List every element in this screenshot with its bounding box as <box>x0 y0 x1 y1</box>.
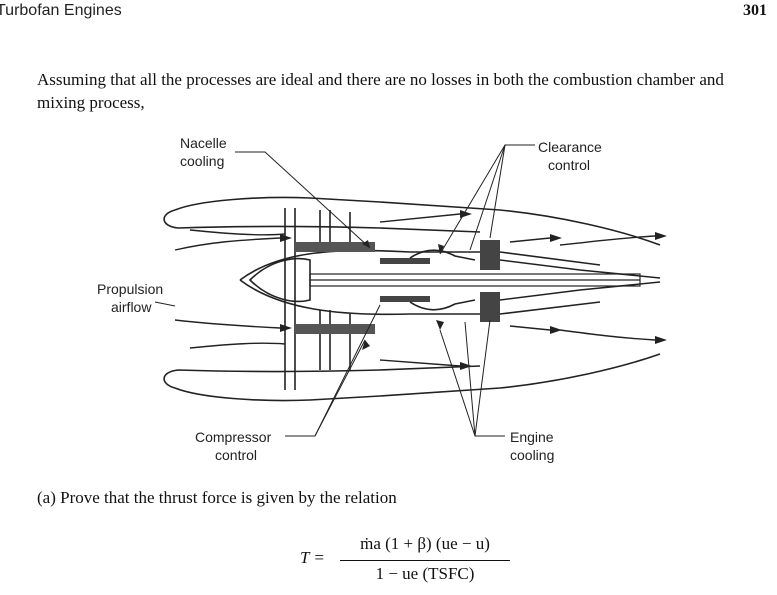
engine-cooling-leader-3 <box>474 319 491 437</box>
label-compressor-control: Compressor control <box>195 429 272 463</box>
clearance-control-leader-1 <box>439 144 535 255</box>
equation-lhs: T = <box>300 548 325 567</box>
clearance-control-leader-3 <box>489 144 506 239</box>
propulsion-airflow-leader <box>154 301 176 307</box>
nacelle-bottom <box>174 353 661 402</box>
clearance-control-leader-2 <box>469 144 506 251</box>
engine-diagram <box>154 144 667 437</box>
turbine-lower <box>480 292 500 322</box>
compressor-upper <box>295 242 375 252</box>
core-bottom <box>239 279 601 316</box>
label-engine-cooling: Engine cooling <box>510 429 555 463</box>
compressor-control-leader-2 <box>314 304 381 437</box>
engine-cooling-leader-2 <box>464 321 476 437</box>
spinner <box>248 257 311 303</box>
thrust-equation: T = ṁa (1 + β) (ue − u) 1 − ue (TSFC) <box>300 530 510 590</box>
turbine-upper <box>480 240 500 270</box>
nacelle-top-inner <box>163 209 481 233</box>
label-clearance-control: Clearance control <box>538 139 602 173</box>
nacelle-cooling-leader <box>235 151 371 249</box>
label-nacelle-cooling: Nacelle cooling <box>180 135 227 169</box>
fraction-bar <box>340 560 510 561</box>
shaft <box>309 273 641 287</box>
page-number: 301 <box>743 2 767 19</box>
engine-cooling-leader-1 <box>439 329 505 437</box>
question-a: (a) Prove that the thrust force is given… <box>37 488 397 507</box>
chapter-title: Turbofan Engines <box>0 2 122 19</box>
label-propulsion-airflow: Propulsion airflow <box>97 281 164 315</box>
turbofan-figure: Nacelle cooling Clearance control Propul… <box>80 130 670 470</box>
nacelle-bottom-inner <box>163 365 481 389</box>
body-paragraph: Assuming that all the processes are idea… <box>37 70 724 112</box>
equation-numerator: ṁa (1 + β) (ue − u) <box>360 534 490 553</box>
compressor-control-leader-1 <box>285 339 366 437</box>
compressor-lower <box>295 324 375 334</box>
equation-denominator: 1 − ue (TSFC) <box>375 564 475 583</box>
nacelle-top <box>174 196 661 246</box>
